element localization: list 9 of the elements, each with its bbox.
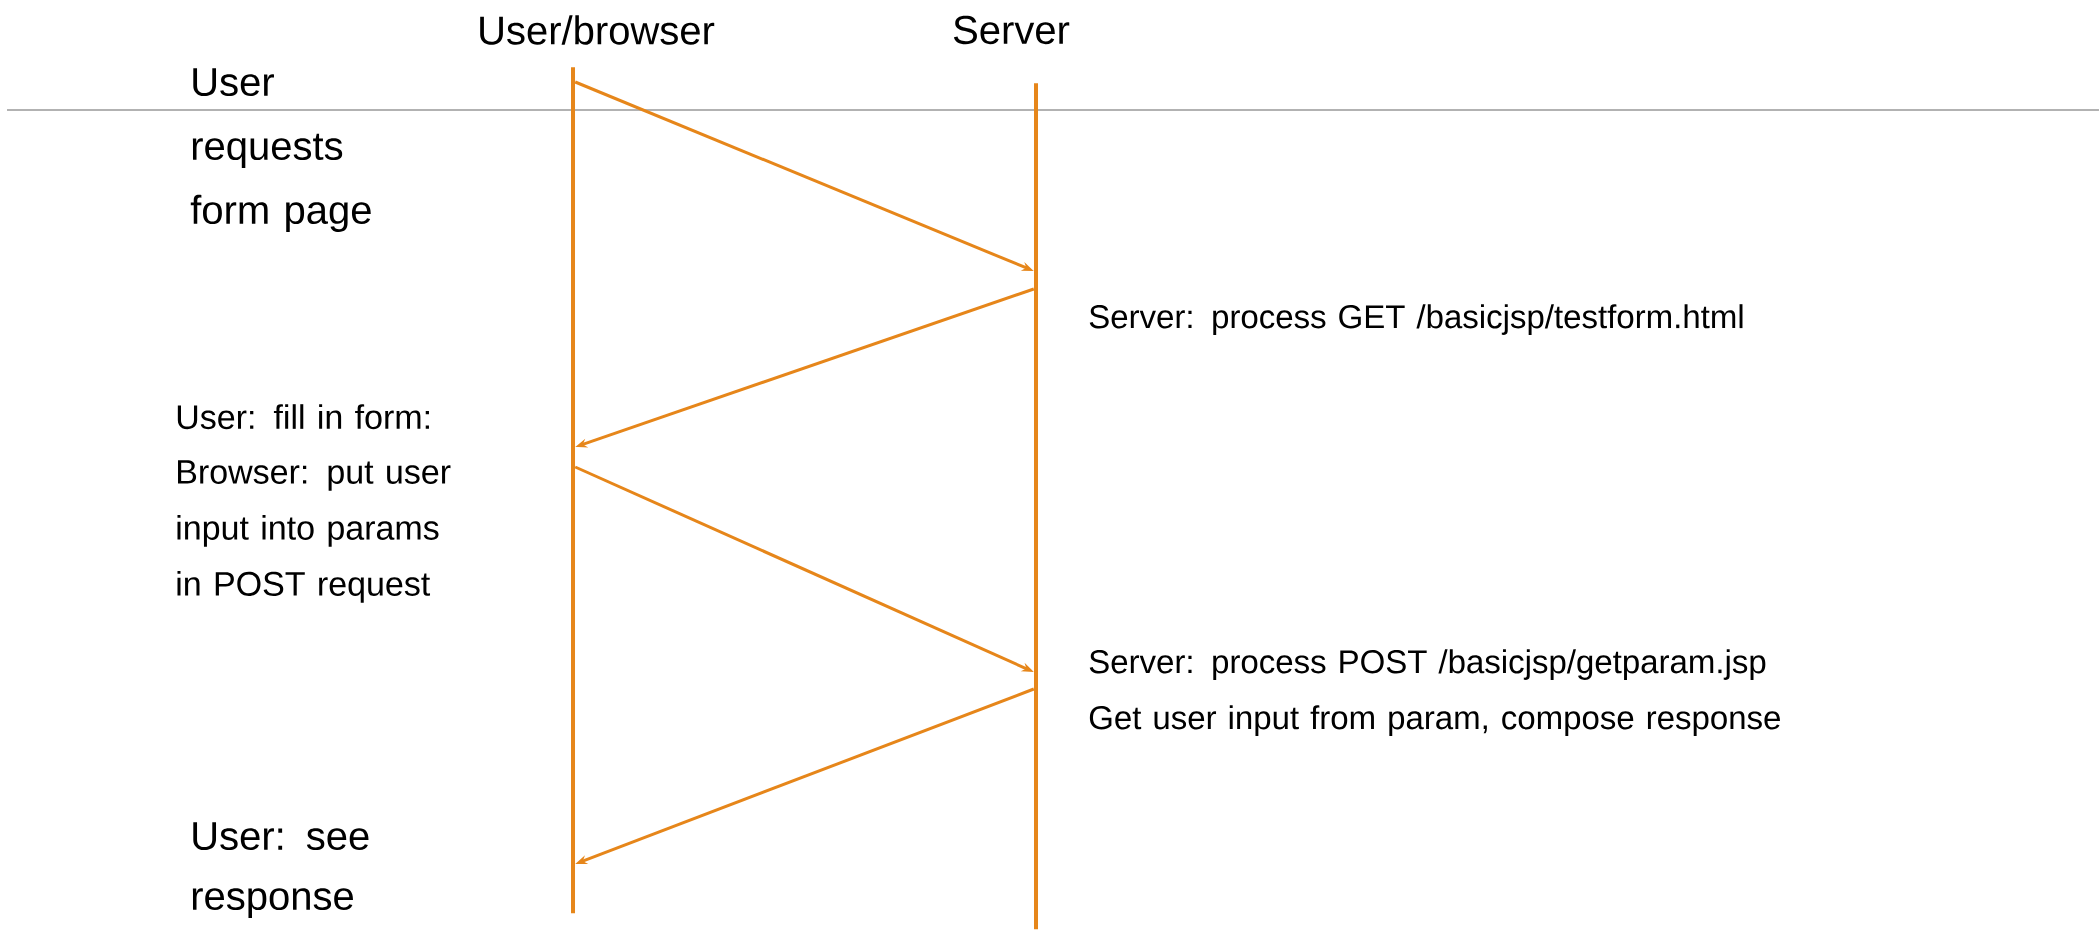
note-text: Browser: put user input into params in POST request: [177, 460, 451, 603]
note-text: Server: process POST /basicjsp/getparam.jsp: [1089, 649, 1766, 680]
note-text: User: fill in form:: [177, 404, 429, 430]
note-text: User requests form page: [190, 68, 371, 232]
lifeline-heading: User/browser: [480, 15, 715, 45]
note-text: Get user input from param, compose response: [1089, 705, 1780, 736]
note-text: Server: process GET /basicjsp/testform.html: [1089, 304, 1743, 335]
lifeline-heading: Server: [953, 15, 1070, 45]
note-text: User: see response: [192, 822, 369, 918]
